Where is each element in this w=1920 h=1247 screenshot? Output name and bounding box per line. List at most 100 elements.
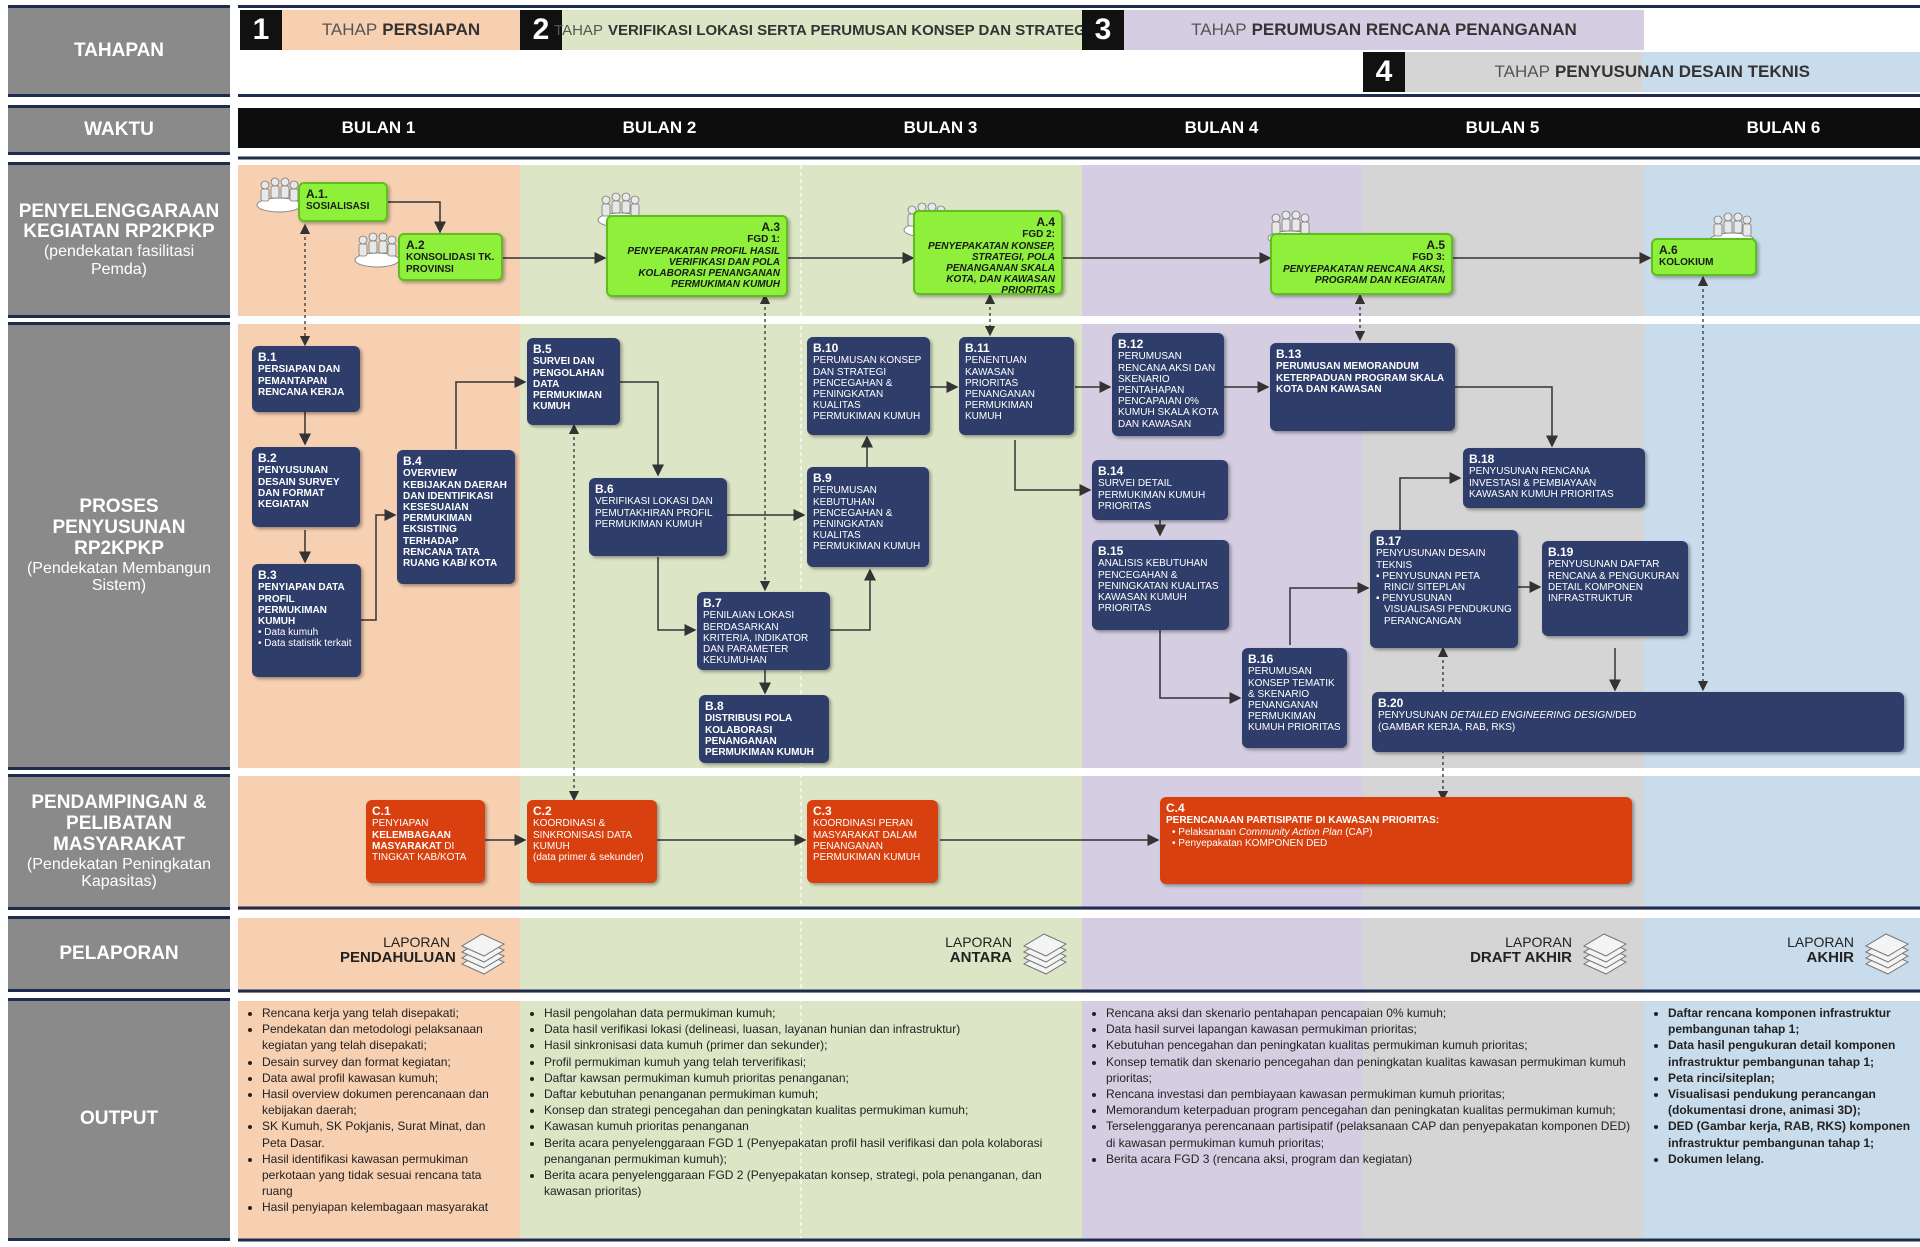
row-header-output: OUTPUT	[8, 998, 230, 1241]
output-item: Visualisasi pendukung perancangan (dokum…	[1668, 1086, 1914, 1118]
node-b4[interactable]: B.4 OVERVIEW KEBIJAKAN DAERAH DAN IDENTI…	[397, 450, 515, 584]
output-item: Data awal profil kawasan kumuh;	[262, 1070, 496, 1086]
node-b10[interactable]: B.10 PERUMUSAN KONSEP DAN STRATEGI PENCE…	[807, 337, 930, 435]
node-code: B.2	[258, 451, 277, 465]
node-b15[interactable]: B.15 ANALISIS KEBUTUHAN PENCEGAHAN & PEN…	[1092, 540, 1229, 630]
output-item: SK Kumuh, SK Pokjanis, Surat Minat, dan …	[262, 1118, 496, 1150]
node-bullet: • Penyepakatan KOMPONEN DED	[1172, 837, 1328, 849]
node-text: KOLOKIUM	[1659, 257, 1714, 269]
node-text: SURVEI DETAIL PERMUKIMAN KUMUH PRIORITAS	[1098, 478, 1206, 512]
output-item: Data hasil pengukuran detail komponen in…	[1668, 1037, 1914, 1069]
node-bullet-text: Data statistik terkait	[264, 638, 352, 650]
node-code: C.2	[533, 804, 552, 818]
stage-name: PENYUSUNAN DESAIN TEKNIS	[1554, 62, 1810, 81]
meeting-people-icon	[256, 177, 302, 213]
node-b16[interactable]: B.16 PERUMUSAN KONSEP TEMATIK & SKENARIO…	[1242, 648, 1347, 748]
node-b3[interactable]: B.3 PENYIAPAN DATA PROFIL PERMUKIMAN KUM…	[252, 564, 361, 677]
node-c4[interactable]: C.4 PERENCANAAN PARTISIPATIF DI KAWASAN …	[1160, 797, 1632, 884]
row-header-pelaporan: PELAPORAN	[8, 916, 230, 992]
node-b9[interactable]: B.9 PERUMUSAN KEBUTUHAN PENCEGAHAN & PEN…	[807, 467, 929, 567]
output-item: Rencana investasi dan pembiayaan kawasan…	[1106, 1086, 1635, 1102]
node-text: PERUMUSAN KONSEP TEMATIK & SKENARIO PENA…	[1248, 666, 1341, 734]
node-b14[interactable]: B.14 SURVEI DETAIL PERMUKIMAN KUMUH PRIO…	[1092, 460, 1228, 520]
node-text-bold: KELEMBAGAAN MASYARAKAT	[372, 829, 451, 852]
node-text: PERENCANAAN PARTISIPATIF DI KAWASAN PRIO…	[1166, 815, 1440, 827]
stage-1-number: 1	[240, 10, 282, 50]
output-item: Memorandum keterpaduan program pencegaha…	[1106, 1102, 1635, 1118]
node-code: B.16	[1248, 652, 1274, 666]
stage-prefix: TAHAP	[321, 20, 378, 39]
report-draft-akhir[interactable]: LAPORAN DRAFT AKHIR	[1440, 935, 1572, 965]
document-stack-icon	[1864, 933, 1910, 975]
node-b18[interactable]: B.18 PENYUSUNAN RENCANA INVESTASI & PEMB…	[1463, 448, 1645, 508]
node-b8[interactable]: B.8 DISTRIBUSI POLA KOLABORASI PENANGANA…	[699, 695, 829, 763]
node-b11[interactable]: B.11 PENENTUAN KAWASAN PRIORITAS PENANGA…	[959, 337, 1074, 435]
output-list: Hasil pengolahan data permukiman kumuh;D…	[528, 1005, 1068, 1199]
output-item: DED (Gambar kerja, RAB, RKS) komponen in…	[1668, 1118, 1914, 1150]
report-akhir[interactable]: LAPORAN AKHIR	[1750, 935, 1854, 965]
output-list: Daftar rencana komponen infrastruktur pe…	[1652, 1005, 1914, 1167]
stage-header-bottom-border	[238, 94, 1920, 97]
node-c2[interactable]: C.2 KOORDINASI & SINKRONISASI DATA KUMUH…	[527, 800, 657, 883]
output-item: Hasil penyiapan kelembagaan masyarakat	[262, 1199, 496, 1215]
output-item: Terselenggaranya perencanaan partisipati…	[1106, 1118, 1635, 1150]
output-item: Data hasil survei lapangan kawasan permu…	[1106, 1021, 1635, 1037]
node-sub: FGD 2:	[1022, 229, 1055, 241]
node-a4[interactable]: A.4 FGD 2: PENYEPAKATAN KONSEP, STRATEGI…	[913, 210, 1063, 296]
row-title: TAHAPAN	[73, 39, 165, 61]
node-code: C.3	[813, 804, 832, 818]
node-text: PENYEPAKATAN RENCANA AKSI, PROGRAM DAN K…	[1282, 263, 1445, 286]
node-code: B.15	[1098, 544, 1124, 558]
node-b20[interactable]: B.20 PENYUSUNAN DETAILED ENGINEERING DES…	[1372, 692, 1904, 752]
row-header-penyelenggaraan: PENYELENGGARAAN KEGIATAN RP2KPKP (pendek…	[8, 162, 230, 318]
node-text-post: DI TINGKAT KAB/KOTA	[372, 840, 467, 863]
node-text: PENYIAPAN DATA PROFIL PERMUKIMAN KUMUH	[258, 582, 345, 627]
output-item: Daftar kebutuhan penanganan permukiman k…	[544, 1086, 1068, 1102]
node-a6[interactable]: A.6 KOLOKIUM	[1651, 238, 1757, 276]
node-b19[interactable]: B.19 PENYUSUNAN DAFTAR RENCANA & PENGUKU…	[1542, 541, 1688, 636]
node-text: DISTRIBUSI POLA KOLABORASI PENANGANAN PE…	[705, 713, 814, 758]
output-item: Berita acara FGD 3 (rencana aksi, progra…	[1106, 1151, 1635, 1167]
node-c1[interactable]: C.1 PENYIAPAN KELEMBAGAAN MASYARAKAT DI …	[366, 800, 485, 883]
node-a3[interactable]: A.3 FGD 1: PENYEPAKATAN PROFIL HASIL VER…	[606, 215, 788, 297]
node-text: PERUMUSAN MEMORANDUM KETERPADUAN PROGRAM…	[1276, 361, 1444, 395]
row-title: PENYELENGGARAAN KEGIATAN RP2KPKP	[18, 200, 220, 243]
output-item: Rencana aksi dan skenario pentahapan pen…	[1106, 1005, 1635, 1021]
node-c3[interactable]: C.3 KOORDINASI PERAN MASYARAKAT DALAM PE…	[807, 800, 938, 883]
node-a1[interactable]: A.1. SOSIALISASI	[298, 182, 388, 222]
node-code: B.3	[258, 568, 277, 582]
node-a2[interactable]: A.2 KONSOLIDASI TK. PROVINSI	[398, 233, 503, 281]
month-2: BULAN 2	[622, 118, 697, 137]
node-bullet: ▪ PENYUSUNAN PETA RINCI/ SITEPLAN	[1376, 570, 1480, 593]
node-b7[interactable]: B.7 PENILAIAN LOKASI BERDASARKAN KRITERI…	[697, 592, 830, 670]
node-bullet-text: PENYUSUNAN PETA RINCI/ SITEPLAN	[1382, 570, 1480, 593]
node-b1[interactable]: B.1 PERSIAPAN DAN PEMANTAPAN RENCANA KER…	[252, 346, 360, 412]
node-code: B.14	[1098, 464, 1124, 478]
node-text: PENENTUAN KAWASAN PRIORITAS PENANGANAN P…	[965, 355, 1036, 423]
node-b6[interactable]: B.6 VERIFIKASI LOKASI DAN PEMUTAKHIRAN P…	[589, 478, 727, 556]
node-text: PENYUSUNAN DESAIN TEKNIS	[1376, 548, 1486, 571]
node-b17[interactable]: B.17 PENYUSUNAN DESAIN TEKNIS ▪ PENYUSUN…	[1370, 530, 1518, 648]
row-title: PROSES PENYUSUNAN RP2KPKP	[52, 496, 186, 559]
month-5: BULAN 5	[1465, 118, 1540, 137]
node-a5[interactable]: A.5 FGD 3: PENYEPAKATAN RENCANA AKSI, PR…	[1270, 233, 1453, 295]
report-antara[interactable]: LAPORAN ANTARA	[900, 935, 1012, 965]
node-code: B.8	[705, 699, 724, 713]
row-header-tahapan: TAHAPAN	[8, 5, 230, 97]
output-col-2: Hasil pengolahan data permukiman kumuh;D…	[528, 1005, 1068, 1199]
node-text: PENYUSUNAN DETAILED ENGINEERING DESIGN/D…	[1378, 710, 1898, 721]
node-text: PENYUSUNAN DAFTAR RENCANA & PENGUKURAN D…	[1548, 559, 1680, 604]
node-code: C.1	[372, 804, 391, 818]
meeting-people-icon	[1709, 212, 1755, 248]
node-code: A.3	[761, 220, 780, 234]
report-pendahuluan[interactable]: LAPORAN PENDAHULUAN	[340, 935, 456, 965]
node-text: PERUMUSAN RENCANA AKSI DAN SKENARIO PENT…	[1118, 351, 1218, 430]
node-b12[interactable]: B.12 PERUMUSAN RENCANA AKSI DAN SKENARIO…	[1112, 333, 1224, 436]
node-b13[interactable]: B.13 PERUMUSAN MEMORANDUM KETERPADUAN PR…	[1270, 343, 1455, 431]
node-text: PENYUSUNAN DESAIN SURVEY DAN FORMAT KEGI…	[258, 465, 340, 510]
node-b2[interactable]: B.2 PENYUSUNAN DESAIN SURVEY DAN FORMAT …	[252, 447, 360, 527]
row-header-proses: PROSES PENYUSUNAN RP2KPKP (Pendekatan Me…	[8, 322, 230, 770]
node-b5[interactable]: B.5 SURVEI DAN PENGOLAHAN DATA PERMUKIMA…	[527, 338, 620, 425]
node-text-post: /DED	[1612, 710, 1637, 722]
